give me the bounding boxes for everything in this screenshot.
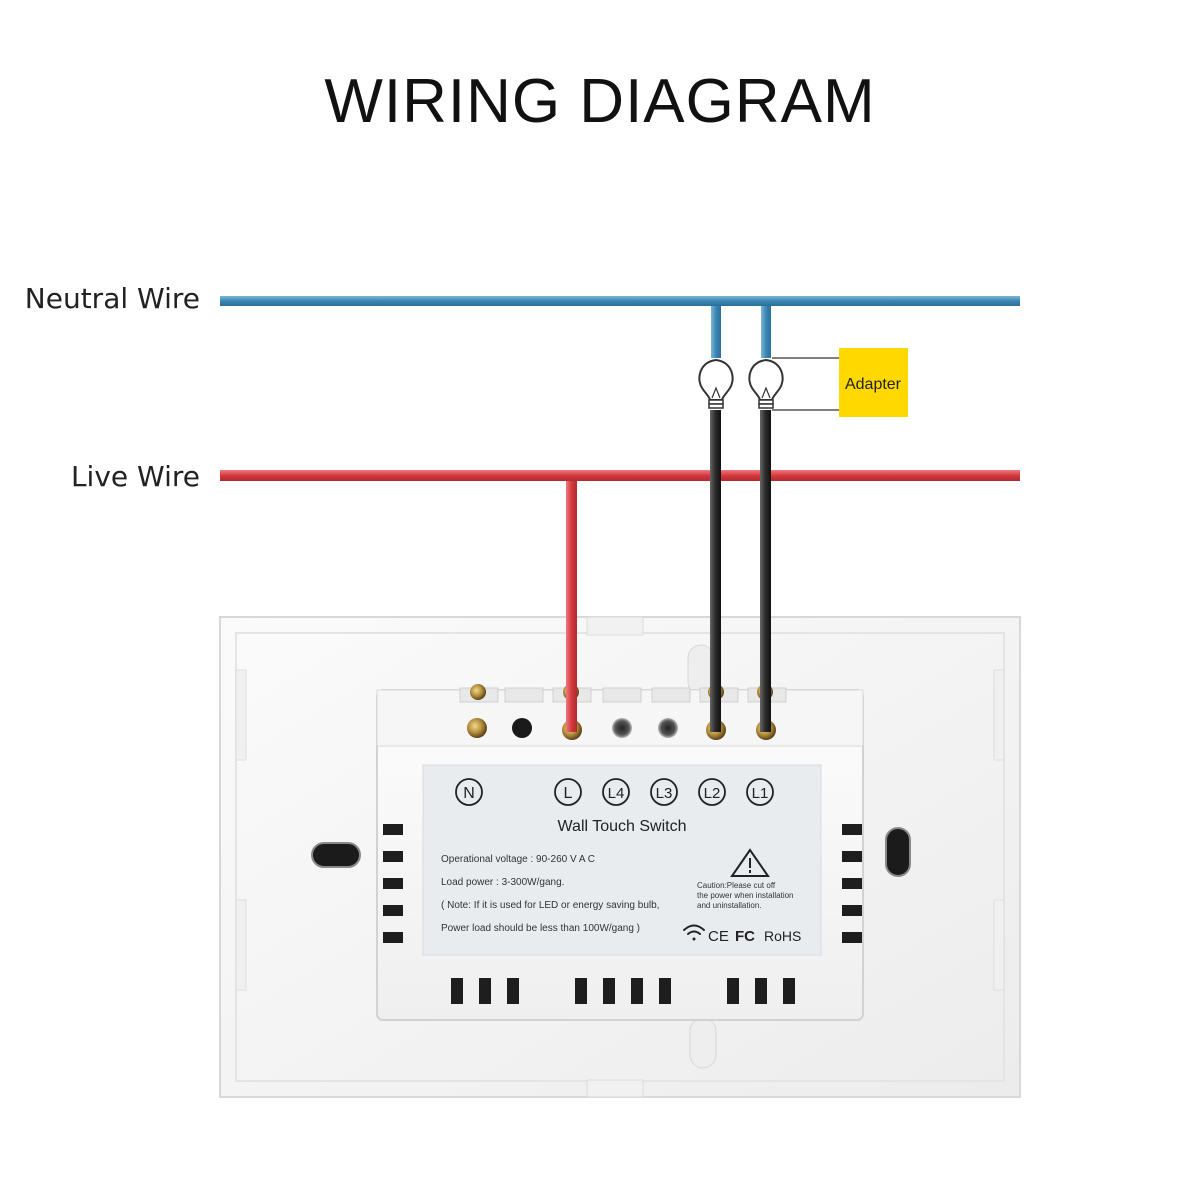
- fc-mark: FC: [735, 928, 755, 945]
- terminal-screw-n: [467, 718, 487, 738]
- caution-line-2: the power when installation: [697, 891, 794, 900]
- terminal-label-l3: L3: [656, 785, 673, 802]
- mounting-slot-left: [311, 842, 361, 868]
- caution-line-3: and uninstallation.: [697, 901, 762, 910]
- live-wire-label: Live Wire: [70, 460, 200, 493]
- module-label: [422, 764, 822, 956]
- terminal-hole: [512, 718, 532, 738]
- load-wires: [710, 410, 771, 732]
- diagram-title: WIRING DIAGRAM: [324, 67, 876, 136]
- adapter-box: [839, 348, 908, 417]
- bulb-icon-l2: [698, 358, 734, 409]
- terminal-label-l4: L4: [608, 785, 625, 802]
- spec-voltage: Operational voltage : 90-260 V A C: [441, 854, 595, 865]
- terminal-label-l2: L2: [704, 785, 721, 802]
- neutral-wire: [220, 296, 1020, 358]
- neutral-wire-label: Neutral Wire: [24, 282, 200, 315]
- caution-line-1: Caution:Please cut off: [697, 881, 776, 890]
- live-wire: [220, 470, 1020, 732]
- switch-module: [376, 684, 864, 1021]
- module-name: Wall Touch Switch: [558, 818, 687, 835]
- spec-load: Load power : 3-300W/gang.: [441, 877, 564, 888]
- terminal-label-l1: L1: [752, 785, 769, 802]
- mounting-slot-right: [885, 827, 911, 877]
- rohs-mark: RoHS: [764, 928, 801, 944]
- warning-icon: [730, 848, 770, 877]
- adapter: Adapter: [772, 348, 908, 417]
- terminal-markings: N L L4 L3 L2 L1: [455, 778, 774, 806]
- adapter-label: Adapter: [845, 376, 902, 393]
- bulb-icon-l1: [748, 358, 784, 409]
- terminal-hole-l3: [658, 718, 678, 738]
- wifi-icon: [683, 924, 705, 941]
- terminal-label-l: L: [564, 785, 573, 802]
- label-text: Wall Touch Switch Operational voltage : …: [441, 818, 801, 945]
- spec-note-1: ( Note: If it is used for LED or energy …: [441, 900, 659, 911]
- spec-note-2: Power load should be less than 100W/gang…: [441, 923, 640, 934]
- terminal-hole-l4: [612, 718, 632, 738]
- ce-mark: CE: [708, 928, 729, 945]
- terminal-label-n: N: [463, 785, 475, 802]
